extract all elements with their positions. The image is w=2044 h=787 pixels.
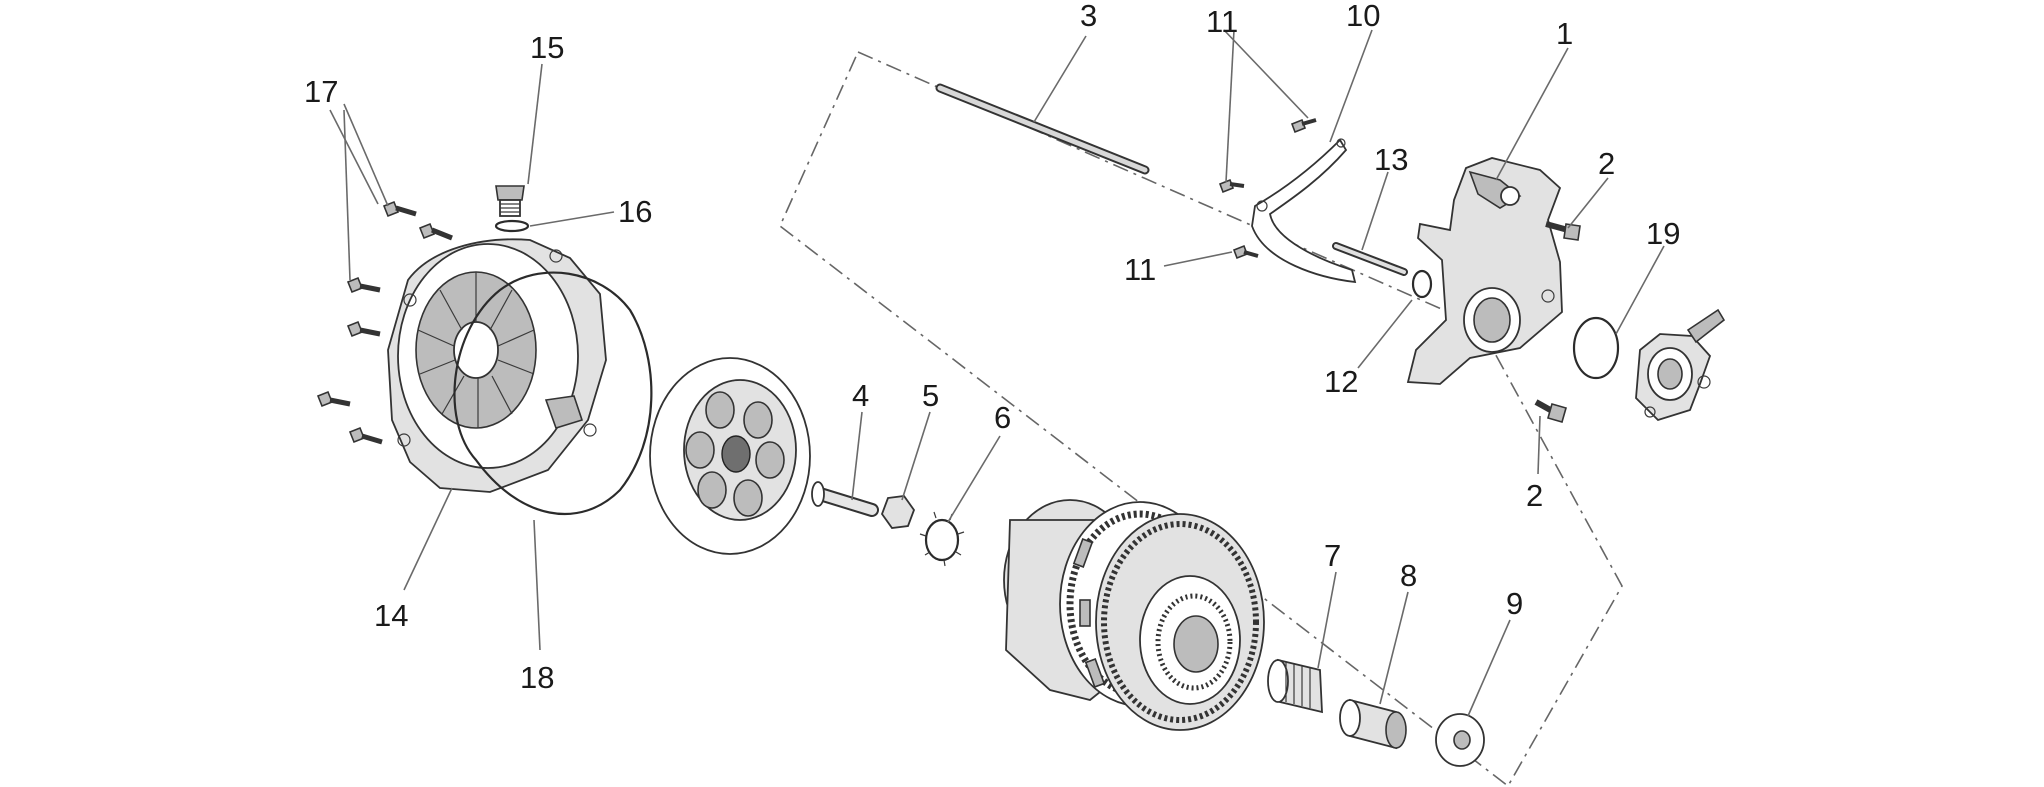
- part-3-push-rod[interactable]: [935, 83, 1150, 175]
- part-15-filler-plug[interactable]: [495, 185, 525, 217]
- label-part-17: 17: [304, 74, 338, 109]
- part-6-lock-washer[interactable]: [919, 511, 965, 567]
- part-5-nut[interactable]: [880, 495, 916, 529]
- pressure-plate[interactable]: [649, 357, 811, 555]
- label-part-6: 6: [994, 400, 1011, 435]
- part-12-o-ring[interactable]: [1411, 269, 1433, 299]
- part-17-cover-bolts[interactable]: [316, 200, 453, 445]
- part-18-cover-gasket[interactable]: [453, 271, 653, 515]
- label-part-10: 10: [1346, 0, 1380, 33]
- part-11-screw[interactable]: [1218, 178, 1245, 194]
- label-part-3: 3: [1080, 0, 1097, 33]
- label-part-5: 5: [922, 378, 939, 413]
- label-part-7: 7: [1324, 538, 1341, 573]
- part-11-screw[interactable]: [1232, 244, 1259, 260]
- label-part-9: 9: [1506, 586, 1523, 621]
- leader-lines: [329, 29, 1665, 717]
- assembly-outline: [779, 50, 1623, 787]
- part-8-bushing[interactable]: [1339, 698, 1407, 750]
- clutch-basket[interactable]: [1003, 499, 1265, 731]
- label-part-4: 4: [852, 378, 869, 413]
- label-part-12: 12: [1324, 364, 1358, 399]
- label-part-2: 2: [1526, 478, 1543, 513]
- part-1-housing[interactable]: [1406, 157, 1563, 385]
- part-14-clutch-cover[interactable]: [387, 238, 607, 493]
- label-part-11: 11: [1206, 4, 1238, 39]
- part-4-bearing-pin[interactable]: [811, 481, 879, 517]
- part-9-thrust-washer[interactable]: [1435, 713, 1485, 767]
- part-13-pin[interactable]: [1332, 242, 1408, 276]
- label-part-11: 11: [1124, 252, 1156, 287]
- label-part-14: 14: [374, 598, 408, 633]
- label-part-18: 18: [520, 660, 554, 695]
- part-19-gasket[interactable]: [1572, 316, 1620, 380]
- label-part-2: 2: [1598, 146, 1615, 181]
- part-number-labels: 1 2 2 3 4 5 6 7 8 9 10 11 11 12 13 14 15…: [304, 0, 1680, 695]
- label-part-19: 19: [1646, 216, 1680, 251]
- part-2-bolt[interactable]: [1534, 399, 1567, 423]
- part-16-seal-ring[interactable]: [494, 219, 530, 233]
- part-7-needle-bearing[interactable]: [1267, 658, 1323, 714]
- part-10-bracket[interactable]: [1251, 138, 1357, 284]
- label-part-16: 16: [618, 194, 652, 229]
- label-part-13: 13: [1374, 142, 1408, 177]
- label-part-8: 8: [1400, 558, 1417, 593]
- part-11-screw[interactable]: [1290, 118, 1317, 134]
- label-part-1: 1: [1556, 16, 1573, 51]
- label-part-15: 15: [530, 30, 564, 65]
- slave-cylinder-unit[interactable]: [1635, 308, 1726, 422]
